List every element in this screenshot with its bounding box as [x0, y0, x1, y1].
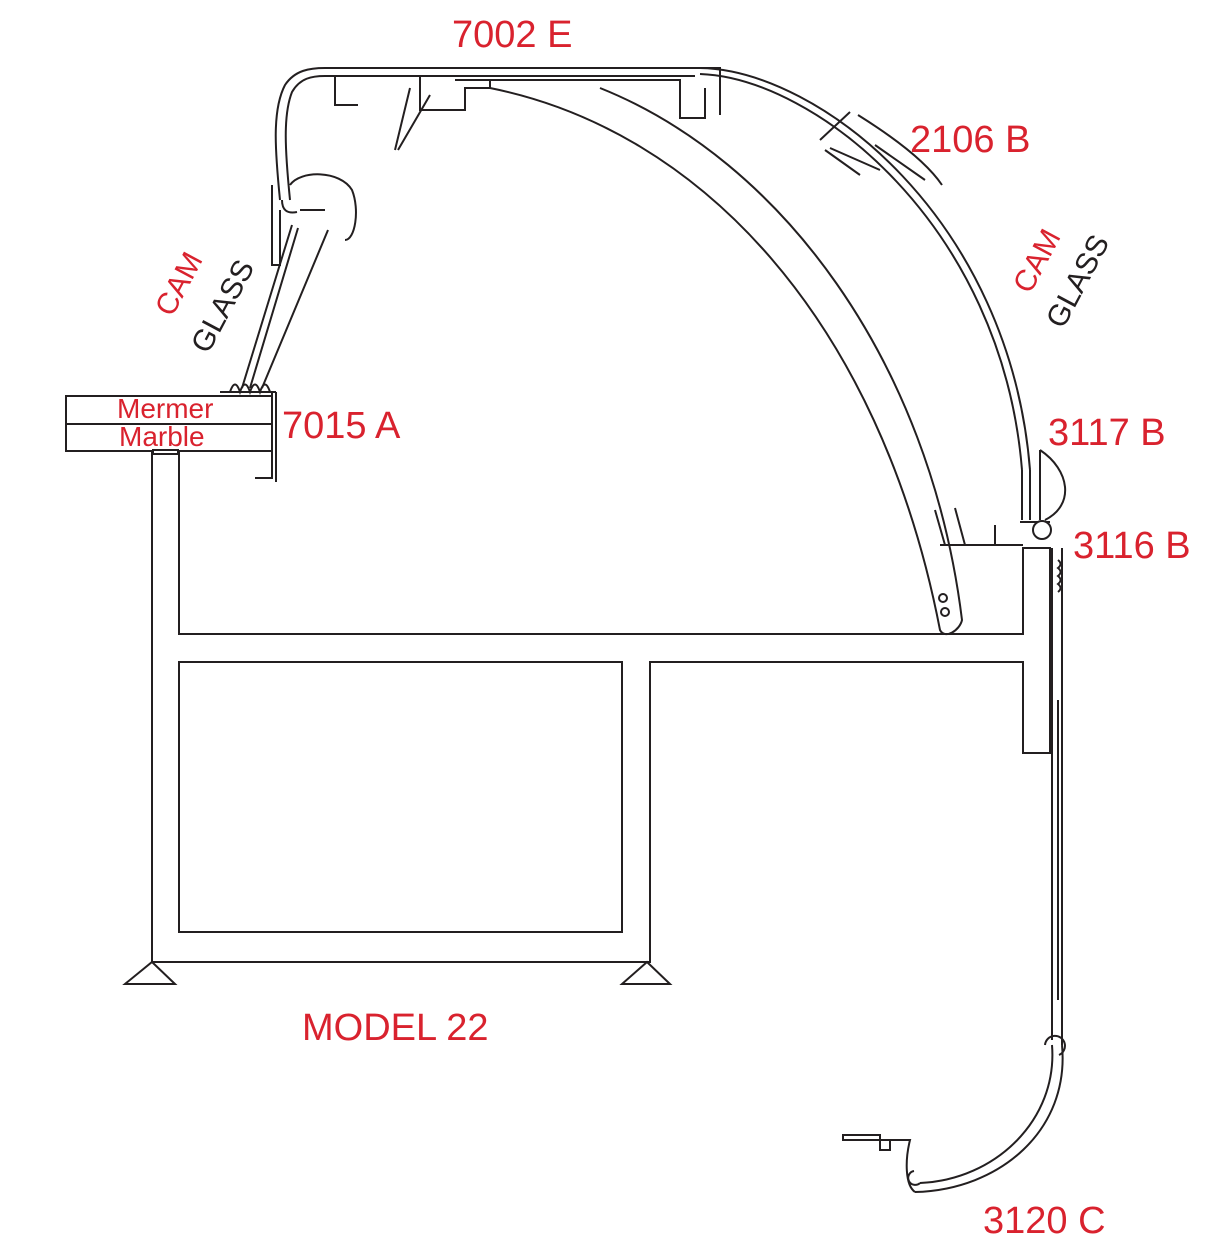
glass-right — [699, 67, 1031, 520]
profile-3120c — [842, 548, 1066, 1193]
glass-left — [241, 224, 329, 389]
foot-left — [122, 960, 178, 985]
slab-label-mermer: Mermer — [117, 393, 213, 424]
label-3116b: 3116 B — [1073, 525, 1191, 567]
foot-right — [619, 960, 673, 985]
frame-body — [151, 450, 1051, 963]
profile-7002e — [271, 67, 721, 266]
label-3120c: 3120 C — [983, 1200, 1106, 1242]
slab-label-marble: Marble — [119, 421, 205, 452]
label-3117b: 3117 B — [1048, 412, 1166, 454]
clip-2106b — [819, 111, 943, 186]
glass-left-cam: CAM — [149, 247, 209, 321]
model-title: MODEL 22 — [302, 1007, 489, 1049]
label-7002e: 7002 E — [452, 14, 572, 56]
clip-3117b — [1020, 449, 1067, 523]
clip-3116b — [1032, 520, 1052, 540]
inner-curved-panel — [489, 87, 964, 636]
profile-7015a — [220, 383, 277, 482]
label-2106b: 2106 B — [910, 119, 1030, 161]
label-7015a: 7015 A — [282, 405, 401, 447]
